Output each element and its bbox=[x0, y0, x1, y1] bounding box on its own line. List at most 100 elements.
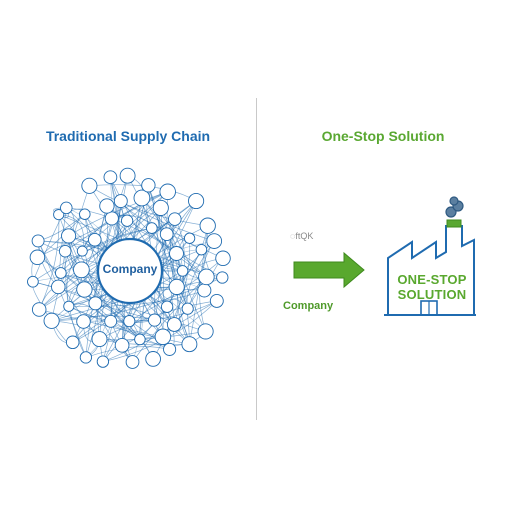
network-link bbox=[38, 214, 60, 310]
network-link bbox=[148, 185, 175, 325]
supplier-node bbox=[113, 194, 128, 209]
supplier-node bbox=[79, 208, 91, 220]
network-link bbox=[64, 250, 130, 322]
supplier-node bbox=[51, 279, 66, 295]
supplier-node bbox=[43, 312, 60, 329]
small-mark-text: ◌ftQK bbox=[290, 231, 313, 241]
network-link bbox=[37, 240, 100, 340]
network-link bbox=[51, 185, 90, 321]
company-caption: Company bbox=[283, 300, 334, 312]
network-link bbox=[68, 205, 108, 307]
network-link bbox=[173, 218, 185, 325]
supplier-node bbox=[120, 214, 134, 227]
supplier-node bbox=[209, 293, 224, 308]
supplier-node bbox=[63, 300, 75, 312]
supplier-node bbox=[215, 250, 231, 267]
supplier-node bbox=[134, 333, 146, 346]
supplier-node bbox=[31, 302, 47, 317]
network-link bbox=[68, 290, 205, 307]
network-link bbox=[37, 191, 168, 258]
supplier-node bbox=[159, 183, 176, 201]
network-link bbox=[172, 219, 190, 345]
factory-sign-line-1: ONE-STOP bbox=[397, 272, 467, 287]
supplier-node bbox=[54, 267, 67, 279]
network-link bbox=[68, 235, 141, 340]
chimney-band bbox=[446, 219, 462, 228]
supplier-node bbox=[91, 331, 108, 348]
network-link bbox=[39, 309, 190, 345]
supplier-node bbox=[198, 268, 215, 286]
factory-icon bbox=[384, 225, 476, 316]
supplier-node bbox=[60, 201, 73, 215]
supplier-node bbox=[159, 227, 174, 242]
supplier-node bbox=[197, 283, 212, 298]
supplier-node bbox=[119, 167, 136, 184]
supply-network bbox=[27, 167, 231, 369]
supplier-node bbox=[181, 336, 198, 353]
supplier-node bbox=[104, 211, 119, 226]
supplier-node bbox=[81, 177, 98, 194]
smoke-icon bbox=[445, 196, 464, 218]
supplier-node bbox=[125, 355, 140, 369]
network-link bbox=[132, 276, 207, 363]
supplier-node bbox=[176, 265, 189, 277]
supplier-node bbox=[145, 222, 158, 234]
network-link bbox=[99, 300, 217, 340]
supplier-node bbox=[199, 217, 216, 234]
supplier-node bbox=[183, 232, 196, 244]
factory-sign-line-2: SOLUTION bbox=[397, 287, 467, 302]
supplier-node bbox=[103, 170, 118, 185]
network-link bbox=[120, 200, 215, 242]
supplier-node bbox=[154, 328, 172, 346]
network-link bbox=[85, 346, 170, 358]
company-center-label: Company bbox=[102, 262, 158, 276]
supplier-node bbox=[166, 317, 182, 332]
supplier-node bbox=[27, 275, 39, 288]
supplier-node bbox=[133, 189, 151, 207]
supplier-node bbox=[61, 228, 77, 244]
supplier-node bbox=[65, 335, 80, 350]
supplier-node bbox=[169, 246, 184, 261]
company-center-node bbox=[96, 237, 164, 305]
supplier-node bbox=[123, 315, 136, 328]
supplier-node bbox=[79, 351, 93, 364]
network-link bbox=[139, 249, 202, 340]
network-link bbox=[64, 191, 168, 252]
supplier-node bbox=[181, 302, 194, 315]
supplier-node bbox=[206, 233, 223, 249]
supplier-node bbox=[76, 245, 88, 257]
supplier-node bbox=[31, 234, 45, 248]
supplier-node bbox=[29, 249, 46, 266]
network-link bbox=[102, 300, 217, 362]
supplier-node bbox=[168, 278, 185, 295]
small-mark-label: ftQK bbox=[295, 231, 314, 241]
supplier-node bbox=[188, 192, 205, 210]
supplier-node bbox=[73, 261, 90, 279]
network-link bbox=[110, 177, 177, 288]
supplier-node bbox=[88, 232, 102, 247]
arrow-icon bbox=[293, 251, 365, 289]
supplier-node bbox=[163, 342, 177, 356]
supplier-node bbox=[99, 198, 115, 214]
supplier-node bbox=[197, 323, 214, 340]
supplier-node bbox=[114, 337, 130, 353]
supplier-node bbox=[160, 300, 174, 313]
supplier-node bbox=[141, 178, 156, 193]
supplier-node bbox=[96, 355, 110, 368]
supplier-node bbox=[195, 243, 208, 256]
one-stop-solution-title: One-Stop Solution bbox=[321, 128, 445, 144]
supplier-node bbox=[168, 212, 182, 226]
supplier-node bbox=[216, 271, 229, 284]
small-mark-glyph: ◌ bbox=[290, 231, 296, 241]
supplier-node bbox=[152, 199, 169, 216]
supplier-node bbox=[88, 296, 103, 311]
supplier-node bbox=[145, 351, 161, 367]
supplier-node bbox=[76, 281, 93, 298]
network-link bbox=[72, 270, 183, 343]
traditional-supply-chain-title: Traditional Supply Chain bbox=[45, 128, 211, 144]
supplier-node bbox=[58, 244, 72, 258]
panel-divider bbox=[256, 98, 257, 420]
supplier-node bbox=[104, 314, 118, 328]
supplier-node bbox=[76, 314, 91, 329]
